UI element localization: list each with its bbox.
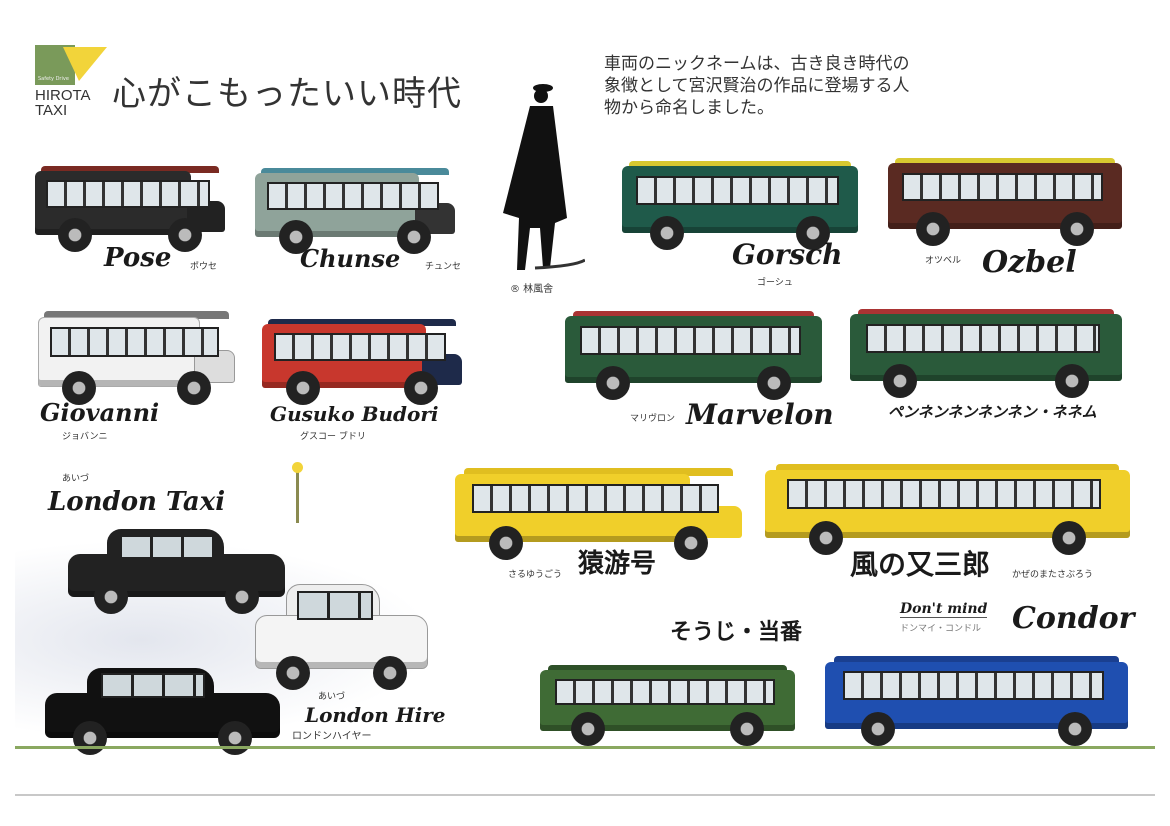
- wheel: [217, 721, 252, 755]
- wheel: [795, 216, 830, 250]
- vehicle-chunse: [255, 162, 455, 254]
- wheel: [1059, 212, 1094, 246]
- wheel: [1057, 712, 1092, 746]
- vehicle-ozbel: [888, 152, 1122, 246]
- wheel: [1055, 364, 1090, 398]
- vehicle-name: Pose: [104, 243, 172, 273]
- wheel: [673, 526, 708, 560]
- vehicle-condor: [825, 650, 1128, 746]
- vehicle-prefix: あいづ: [62, 474, 90, 484]
- vehicle-marvelon: [565, 305, 822, 400]
- logo-text: HIROTA TAXI: [35, 88, 91, 118]
- vehicle-name: Giovanni: [40, 398, 160, 427]
- wheel: [57, 218, 92, 252]
- vehicle-name: London Taxi: [48, 487, 226, 517]
- vehicle-gorsch: [622, 155, 858, 250]
- wheel: [861, 712, 896, 746]
- vehicle-kana: ポウセ: [190, 262, 218, 272]
- vehicle-souji: [540, 660, 795, 746]
- vehicle-giovanni: [38, 305, 235, 405]
- wheel: [279, 220, 313, 254]
- wheel: [286, 371, 320, 405]
- vehicle-name: Gusuko Budori: [270, 402, 439, 426]
- wheel: [94, 580, 129, 614]
- wheel: [1052, 521, 1087, 555]
- wheel: [224, 580, 259, 614]
- wheel: [650, 216, 685, 250]
- vehicle-kana: ロンドンハイヤー: [292, 731, 372, 742]
- vehicle-kana: オツベル: [925, 256, 962, 266]
- vehicle-london-taxi: [68, 522, 285, 614]
- wheel: [275, 656, 310, 690]
- headline: 心がこもったいい時代: [112, 74, 462, 114]
- vehicle-kana: ゴーシュ: [757, 278, 793, 288]
- vehicle-london-hire: [45, 660, 280, 755]
- vehicle-name: ペンネンネンネンネン・ネネム: [888, 403, 1097, 421]
- wheel: [730, 712, 765, 746]
- wheel: [177, 371, 212, 405]
- logo-tagline: Safety Drive: [38, 76, 69, 82]
- wheel: [489, 526, 524, 560]
- vehicle-name: Chunse: [300, 244, 401, 273]
- wheel: [882, 364, 917, 398]
- wheel: [595, 366, 630, 400]
- vehicle-gusuko-budori: [262, 313, 462, 405]
- wheel: [168, 218, 203, 252]
- wheel: [757, 366, 792, 400]
- brand-line2: TAXI: [35, 102, 68, 119]
- ground-line: [15, 746, 1155, 749]
- street-lamp: [296, 465, 299, 523]
- wheel: [73, 721, 108, 755]
- vehicle-name: Condor: [1012, 601, 1135, 636]
- vehicle-kana: チュンセ: [425, 262, 462, 272]
- vehicle-name: Marvelon: [686, 398, 834, 431]
- bottom-divider: [15, 794, 1155, 796]
- vehicle-name: Gorsch: [732, 238, 843, 271]
- vehicle-kana: かぜのまたさぶろう: [1012, 570, 1094, 580]
- vehicle-name: 風の又三郎: [850, 548, 991, 581]
- vehicle-kana: マリヴロン: [630, 414, 676, 424]
- description: 車両のニックネームは、古き良き時代の象徴として宮沢賢治の作品に登場する人物から命…: [604, 54, 910, 118]
- wheel: [570, 712, 605, 746]
- vehicle-kana: グスコー ブドリ: [300, 432, 366, 442]
- vehicle-prefix: Don't mind: [900, 601, 988, 619]
- vehicle-name: そうじ・当番: [670, 619, 803, 645]
- brand-line1: HIROTA: [35, 87, 91, 104]
- lamp-head: [292, 462, 303, 473]
- vehicle-kaze-no-matasaburo: [765, 458, 1130, 555]
- vehicle-saruyugo: [455, 462, 742, 560]
- vehicle-name: London Hire: [305, 703, 446, 727]
- man-silhouette-illustration: [503, 84, 585, 270]
- wheel: [397, 220, 431, 254]
- wheel: [404, 371, 438, 405]
- vehicle-kana: ドンマイ・コンドル: [900, 624, 982, 634]
- vehicle-name: 猿游号: [578, 549, 657, 579]
- wheel: [61, 371, 96, 405]
- vehicle-kana: さるゆうごう: [508, 570, 563, 580]
- vehicle-name: Ozbel: [982, 245, 1077, 280]
- vehicle-nenemu: [850, 303, 1122, 398]
- illustration-credit: ® 林風舎: [510, 284, 554, 295]
- logo-square: [35, 45, 75, 85]
- vehicle-pose: [35, 160, 225, 252]
- wheel: [808, 521, 843, 555]
- vehicle-kana: ジョバンニ: [62, 432, 108, 442]
- wheel: [916, 212, 951, 246]
- vehicle-white-taxi: [255, 575, 428, 690]
- wheel: [373, 656, 408, 690]
- vehicle-prefix: あいづ: [318, 692, 346, 702]
